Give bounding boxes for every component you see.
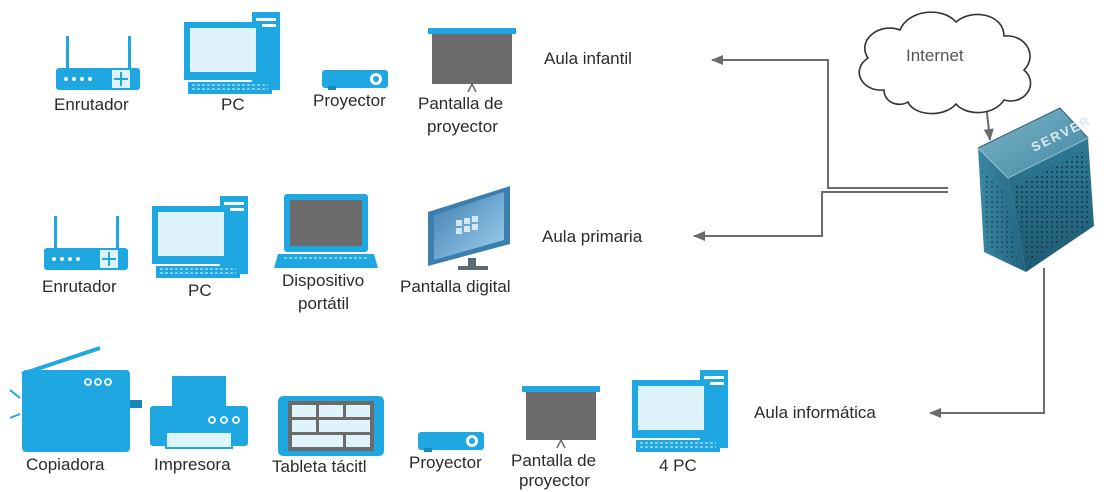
device-label-4-pc: 4 PC [659, 456, 697, 475]
link-server-aula-infantil [711, 55, 948, 189]
device-label-pc: PC [188, 281, 212, 300]
desktop-pc-icon [632, 370, 728, 452]
router-icon [56, 36, 140, 90]
router-icon [44, 216, 128, 270]
internet-cloud-icon [858, 11, 1032, 115]
device-label-pc: PC [221, 95, 245, 114]
internet-label: Internet [906, 46, 964, 65]
projector-icon [418, 432, 484, 452]
device-label-projector-screen-2: proyector [427, 117, 498, 136]
device-label-copier: Copiadora [26, 455, 105, 474]
device-label-projector-screen: Pantalla de [511, 451, 597, 470]
laptop-icon [274, 194, 378, 268]
desktop-pc-icon [152, 196, 248, 278]
device-label-projector: Proyector [409, 453, 482, 472]
device-label-printer: Impresora [154, 455, 231, 474]
tablet-icon [278, 396, 384, 456]
device-label-tablet: Tableta tácitl [272, 457, 367, 476]
device-label-laptop-2: portátil [298, 294, 350, 313]
projector-screen-icon [522, 386, 600, 449]
device-label-digital-display: Pantalla digital [400, 277, 511, 296]
digital-display-icon [428, 186, 510, 270]
projector-icon [322, 70, 388, 90]
projector-screen-icon [428, 28, 516, 93]
link-server-aula-primaria [693, 191, 948, 241]
device-label-projector-screen: Pantalla de [418, 94, 504, 113]
server-icon: SERVER [977, 107, 1094, 272]
desktop-pc-icon [184, 12, 280, 94]
device-label-router: Enrutador [42, 277, 117, 296]
room-label-aula-infantil: Aula infantil [544, 49, 632, 68]
room-label-aula-primaria: Aula primaria [542, 227, 643, 246]
copier-icon [9, 346, 142, 452]
link-server-aula-informatica [929, 268, 1045, 418]
device-label-projector-screen-2: proyector [519, 471, 590, 490]
device-label-router: Enrutador [54, 95, 129, 114]
device-label-laptop: Dispositivo [282, 271, 365, 290]
device-label-projector: Proyector [313, 91, 386, 110]
room-label-aula-informatica: Aula informática [754, 403, 876, 422]
printer-icon [150, 376, 248, 449]
